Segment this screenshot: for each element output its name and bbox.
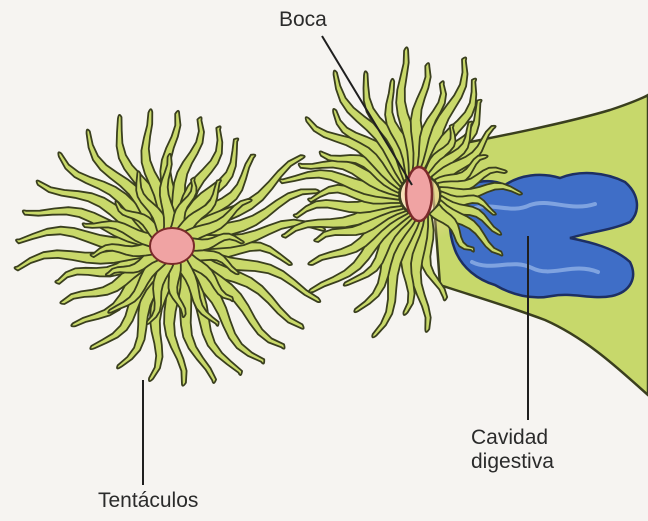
- label-mouth: Boca: [279, 8, 327, 32]
- mouth-right: [406, 167, 432, 221]
- mouth-left: [150, 228, 194, 264]
- label-digestive-cavity-line1: Cavidad: [471, 426, 554, 450]
- label-tentacles: Tentáculos: [98, 489, 198, 513]
- label-digestive-cavity-line2: digestiva: [471, 450, 554, 474]
- label-digestive-cavity: Cavidad digestiva: [471, 426, 554, 474]
